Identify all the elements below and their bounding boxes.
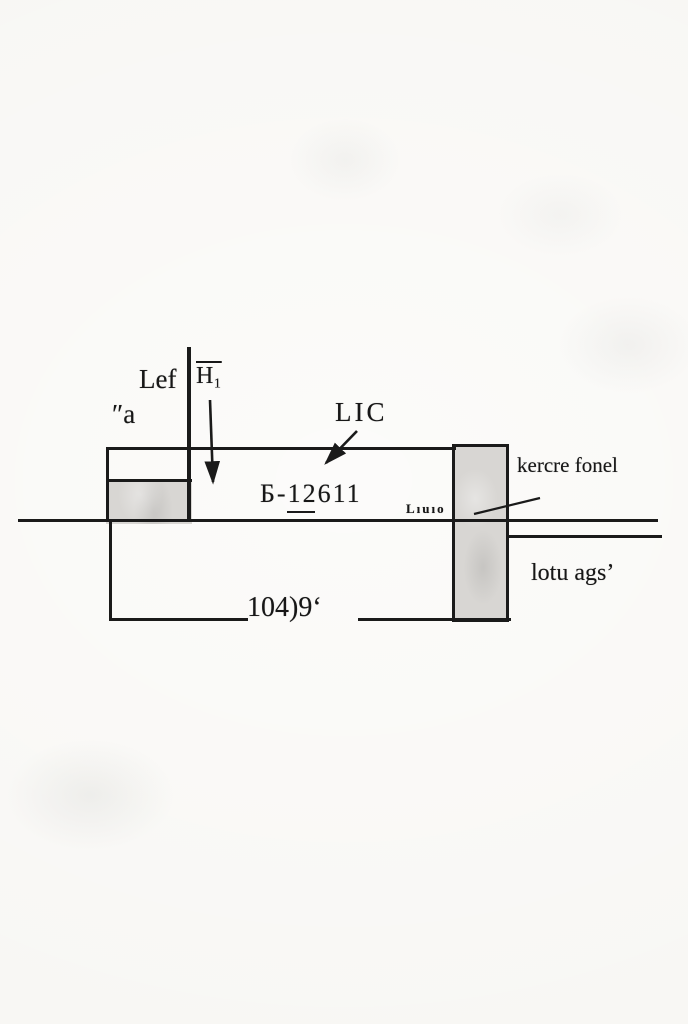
main-horizontal-baseline (18, 519, 658, 522)
a-mark-label: ″a (112, 399, 136, 429)
right-note-upper-label: kercre fonel (517, 453, 618, 477)
left-shaded-block (106, 479, 192, 524)
bottom-dimension-label: 104)9ʻ (247, 592, 322, 623)
height-down-arrow (204, 399, 221, 485)
vertical-reference-line (187, 347, 191, 522)
box-bottom-edge-right-segment (358, 618, 511, 621)
model-number-underline (287, 511, 315, 513)
box-left-edge-upper-line (106, 447, 109, 522)
box-left-edge-lower-line (109, 522, 112, 621)
lic-label: LIC (335, 397, 388, 427)
right-lower-parallel-line (508, 535, 662, 538)
box-bottom-edge-left-segment (109, 618, 248, 621)
small-note-label: Lıuıo (406, 501, 446, 516)
model-number-label: Б-12611 (260, 479, 362, 508)
box-top-edge-line (106, 447, 456, 450)
lef-label: Lef (139, 364, 177, 394)
right-shaded-column (452, 444, 509, 622)
right-note-lower-label: lotu agsʼ (531, 560, 615, 586)
height-label: H₁ (196, 363, 222, 389)
